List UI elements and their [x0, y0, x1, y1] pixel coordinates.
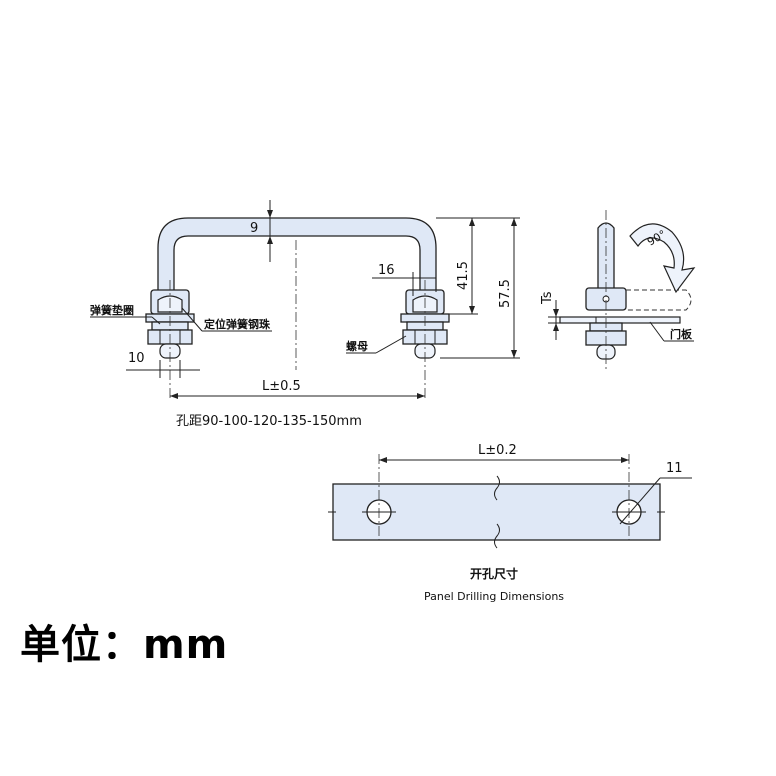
- dim-57-5: 57.5: [498, 279, 513, 308]
- dim-41-5: 41.5: [456, 261, 471, 290]
- dim-ts: Ts: [540, 291, 555, 305]
- label-positioning-ball: 定位弹簧钢珠: [204, 317, 271, 331]
- dim-panel-length: L±0.2: [478, 443, 517, 458]
- panel-title-cn: 开孔尺寸: [470, 566, 518, 581]
- rotation-arrow: [629, 223, 696, 294]
- hole-spacing-note: 孔距90-100-120-135-150mm: [176, 414, 362, 429]
- dim-16: 16: [378, 263, 395, 278]
- dim-length: L±0.5: [262, 379, 301, 394]
- front-view: 9 41.5 57.5 16 10 L±0.5 孔距90-100-120-135…: [90, 200, 520, 429]
- dim-hole-diameter: 11: [666, 461, 683, 476]
- label-door-panel: 门板: [670, 327, 693, 341]
- panel-view: L±0.2 11 开孔尺寸 Panel Drilling Dimensions: [328, 443, 692, 603]
- unit-label: 单位：mm: [20, 622, 229, 668]
- side-view: 90° Ts 门板: [540, 210, 696, 370]
- dim-10: 10: [128, 351, 145, 366]
- label-nut: 螺母: [346, 339, 368, 353]
- label-spring-washer: 弹簧垫圈: [90, 303, 134, 317]
- dim-bar-thickness: 9: [250, 221, 258, 236]
- handle-bar: [157, 217, 437, 293]
- panel-title-en: Panel Drilling Dimensions: [424, 590, 564, 603]
